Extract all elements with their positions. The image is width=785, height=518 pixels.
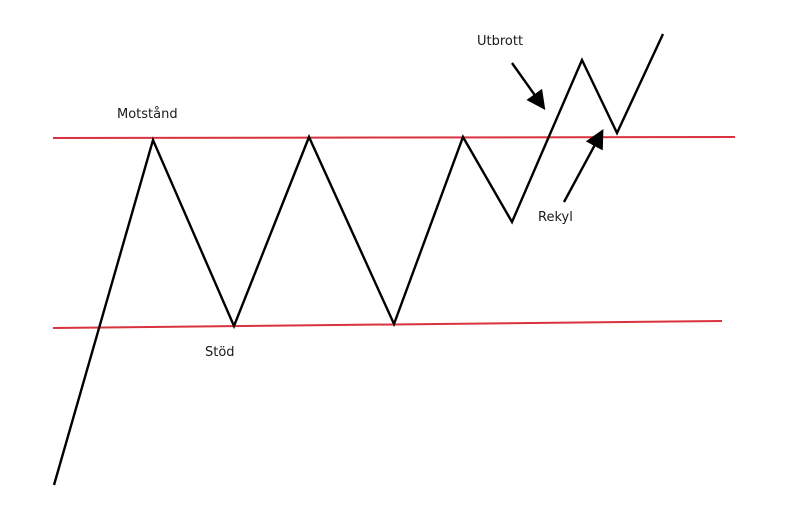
price-zigzag-line	[52, 33, 665, 486]
resistance-line	[52, 136, 736, 139]
support-line	[52, 320, 723, 329]
pullback-arrow-icon	[562, 129, 604, 203]
resistance-label: Motstånd	[117, 107, 178, 122]
pullback-label: Rekyl	[538, 210, 573, 225]
breakout-arrow-icon	[511, 62, 546, 111]
breakout-label: Utbrott	[477, 34, 524, 49]
support-label: Stöd	[205, 345, 235, 360]
